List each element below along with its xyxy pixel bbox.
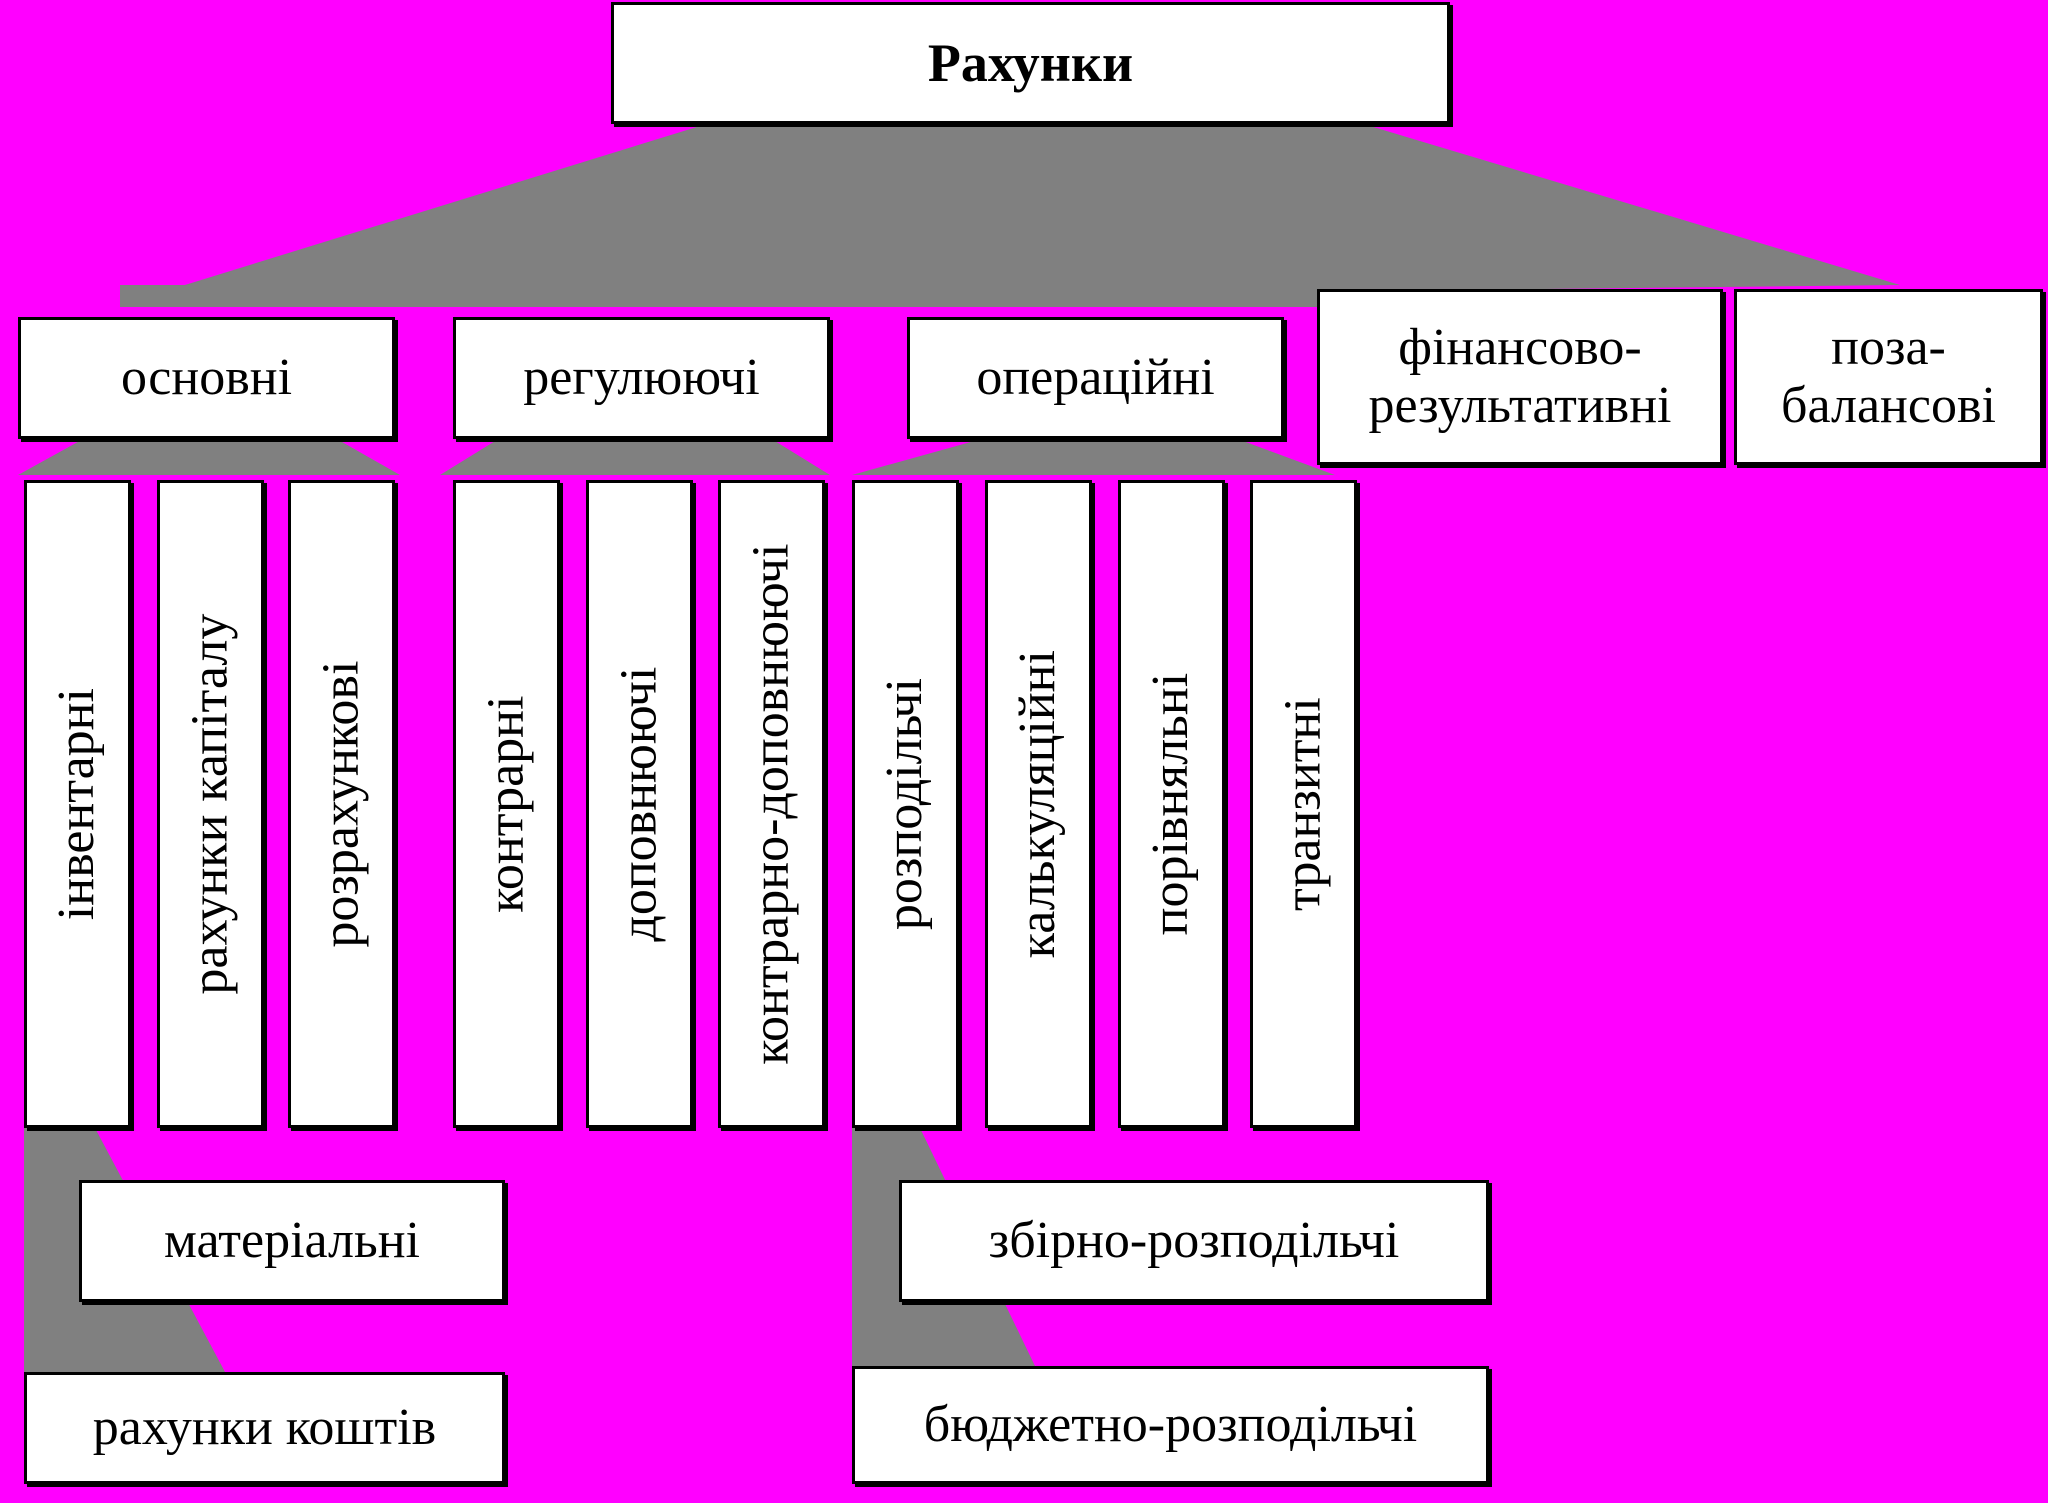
- leaf-box-biudzhetno-rozpodilchi: бюджетно-розподільчі: [852, 1366, 1489, 1484]
- category-label-finansovo-rezultatyvni: фінансово-результативні: [1368, 318, 1672, 434]
- leaf-label-biudzhetno-rozpodilchi: бюджетно-розподільчі: [923, 1395, 1418, 1453]
- subcategory-box-porivnialni: порівняльні: [1118, 480, 1225, 1128]
- subcategory-label-rozpodilchi: розподільчі: [876, 677, 934, 931]
- leaf-box-rakhunky-koshtiv: рахунки коштів: [24, 1372, 505, 1484]
- subcategory-label-tranzytni: транзитні: [1274, 697, 1332, 911]
- connector-osnovni-fan: [18, 438, 400, 475]
- subcategory-label-rakhunky-kapitalu: рахунки капіталу: [181, 613, 239, 995]
- category-box-rehuliuiuchi: регулюючі: [453, 317, 830, 439]
- connector-root-fan: [120, 126, 1900, 305]
- subcategory-box-dopovniuiuchi: доповнюючі: [586, 480, 693, 1128]
- root-box-rakhunky: Рахунки: [611, 2, 1450, 124]
- subcategory-label-dopovniuiuchi: доповнюючі: [610, 666, 668, 942]
- subcategory-box-rozrakhunkovi: розрахункові: [288, 480, 395, 1128]
- root-label: Рахунки: [927, 32, 1134, 93]
- connector-rehuliuiuchi-fan: [440, 438, 830, 475]
- subcategory-box-inventarni: інвентарні: [24, 480, 131, 1128]
- subcategory-label-rozrakhunkovi: розрахункові: [312, 660, 370, 948]
- category-label-poza-balansovi: поза-балансові: [1781, 318, 1996, 434]
- category-box-finansovo-rezultatyvni: фінансово-результативні: [1317, 289, 1723, 465]
- category-label-osnovni: основні: [120, 348, 293, 406]
- subcategory-box-rozpodilchi: розподільчі: [852, 480, 959, 1128]
- subcategory-box-kontrarni: контрарні: [453, 480, 560, 1128]
- connector-root-bar: [120, 285, 1320, 307]
- connector-operatsiini-fan: [852, 438, 1335, 475]
- category-label-rehuliuiuchi: регулюючі: [523, 348, 760, 406]
- subcategory-box-kalkuliatsiini: калькуляційні: [985, 480, 1092, 1128]
- leaf-label-rakhunky-koshtiv: рахунки коштів: [92, 1398, 437, 1456]
- leaf-box-zbirno-rozpodilchi: збірно-розподільчі: [899, 1180, 1489, 1302]
- category-box-poza-balansovi: поза-балансові: [1734, 289, 2043, 465]
- subcategory-label-porivnialni: порівняльні: [1142, 672, 1200, 936]
- leaf-box-materialni: матеріальні: [79, 1180, 505, 1302]
- subcategory-label-kontrarno-dopovniuiuchi: контрарно-доповнюючі: [742, 543, 800, 1065]
- subcategory-box-kontrarno-dopovniuiuchi: контрарно-доповнюючі: [718, 480, 825, 1128]
- subcategory-box-tranzytni: транзитні: [1250, 480, 1357, 1128]
- subcategory-label-kalkuliatsiini: калькуляційні: [1009, 649, 1067, 959]
- leaf-label-materialni: матеріальні: [163, 1211, 420, 1269]
- subcategory-label-kontrarni: контрарні: [477, 695, 535, 913]
- leaf-label-zbirno-rozpodilchi: збірно-розподільчі: [988, 1211, 1400, 1269]
- subcategory-label-inventarni: інвентарні: [48, 687, 106, 921]
- category-box-osnovni: основні: [18, 317, 395, 439]
- subcategory-box-rakhunky-kapitalu: рахунки капіталу: [157, 480, 264, 1128]
- category-label-operatsiini: операційні: [976, 348, 1215, 406]
- category-box-operatsiini: операційні: [907, 317, 1284, 439]
